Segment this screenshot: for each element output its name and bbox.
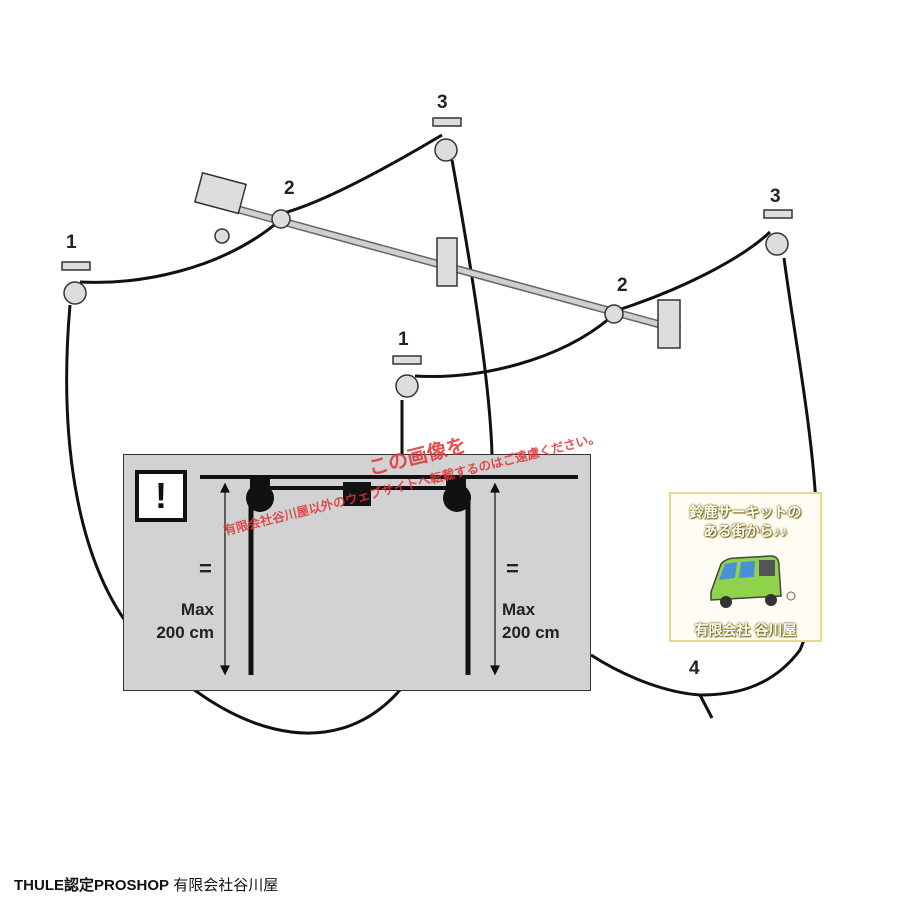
label-pulley-1-left: 1: [66, 232, 77, 253]
winch-knob: [214, 228, 230, 244]
center-bracket: [436, 237, 458, 287]
badge-company: 有限会社 谷川屋: [694, 622, 797, 638]
badge-line2: ある街から♪♪: [703, 523, 788, 539]
pulley-right-symbol: [443, 484, 471, 512]
pulley-1-left-icon: [63, 281, 87, 305]
car-icon: [710, 555, 796, 608]
shop-badge: 鈴鹿サーキットの ある街から♪♪ 有限会社 谷川屋: [669, 492, 822, 642]
footer-company: 有限会社谷川屋: [173, 877, 279, 894]
rope-3-down: [450, 159, 494, 456]
footer-brand: THULE認定PROSHOP: [14, 877, 170, 894]
label-pulley-2-left: 2: [284, 178, 295, 199]
pulley-1-center-icon: [395, 374, 419, 398]
rope-1c-to-2r: [414, 316, 611, 378]
label-pulley-3-right: 3: [770, 186, 781, 207]
wall-bracket-left: [193, 171, 248, 215]
label-pulley-2-right: 2: [617, 275, 628, 296]
label-pulley-1-center: 1: [398, 329, 409, 350]
rope-to-knot: [590, 653, 701, 697]
badge-line1: 鈴鹿サーキットの: [689, 504, 802, 520]
rope-2-to-3: [283, 133, 443, 215]
rope-2r-to-3r: [617, 230, 772, 312]
right-equal-sign: =: [506, 556, 519, 581]
label-knot-4: 4: [689, 658, 700, 679]
pulley-2-left-icon: [271, 209, 291, 229]
left-max-height: Max 200 cm: [156, 600, 214, 642]
pulley-2-right-icon: [604, 304, 624, 324]
right-bracket: [657, 299, 681, 349]
footer: THULE認定PROSHOP 有限会社谷川屋: [14, 874, 278, 895]
pulley-3-left-icon: [434, 138, 458, 162]
label-pulley-3-left: 3: [437, 92, 448, 113]
left-equal-sign: =: [199, 556, 212, 581]
right-max-height: Max 200 cm: [502, 600, 560, 642]
pulley-3-right-icon: [765, 232, 789, 256]
rope-1-to-2: [79, 220, 279, 284]
rope-knot-tail: [698, 694, 714, 719]
exclamation-icon: !: [135, 470, 187, 522]
